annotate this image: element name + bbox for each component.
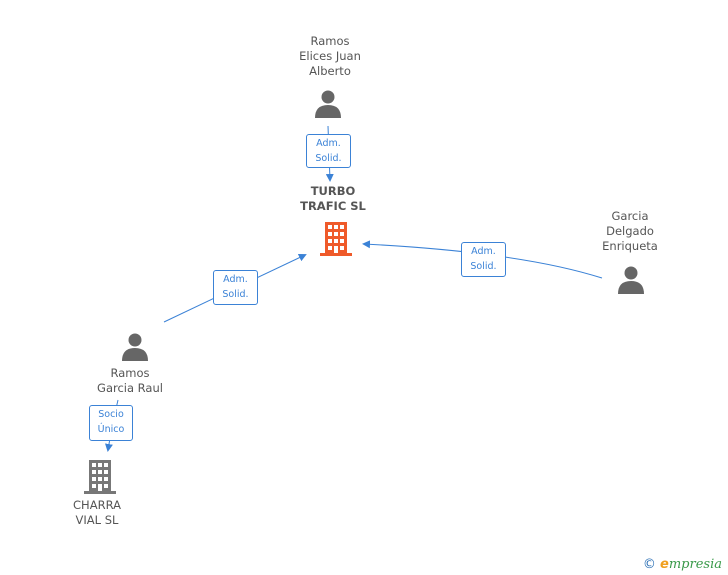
brand-logo-e: e (660, 557, 669, 572)
label-line: Alberto (309, 64, 351, 78)
relation-role: Socio (98, 409, 124, 420)
label-line: TURBO (310, 184, 356, 198)
building-icon[interactable] (320, 222, 352, 256)
label-line: CHARRA (73, 498, 121, 512)
relation-badge[interactable]: Adm. Solid. (213, 270, 258, 305)
label-line: Ramos (110, 366, 150, 380)
brand-logo-text: mpresia (668, 557, 722, 572)
relation-role: Solid. (222, 289, 249, 300)
person-icon[interactable] (616, 264, 646, 294)
person-icon[interactable] (313, 88, 343, 118)
label-line: Garcia Raul (97, 381, 163, 395)
copyright-icon: © (642, 557, 656, 572)
person-icon[interactable] (120, 331, 150, 361)
label-line: Garcia (611, 209, 649, 223)
relation-role: Solid. (470, 261, 497, 272)
label-line: VIAL SL (75, 513, 119, 527)
node-label-garcia-delgado[interactable]: Garcia Delgado Enriqueta (580, 209, 680, 254)
relation-badge[interactable]: Socio Único (89, 405, 133, 441)
node-label-ramos-elices[interactable]: Ramos Elices Juan Alberto (270, 34, 390, 79)
relation-role: Solid. (315, 153, 342, 164)
label-line: Elices Juan (299, 49, 361, 63)
relation-role: Único (97, 424, 125, 435)
label-line: Enriqueta (602, 239, 658, 253)
node-label-ramos-garcia[interactable]: Ramos Garcia Raul (80, 366, 180, 396)
node-label-turbo-trafic[interactable]: TURBO TRAFIC SL (280, 184, 386, 214)
relation-role: Adm. (316, 138, 341, 149)
building-icon[interactable] (84, 460, 116, 494)
label-line: Delgado (606, 224, 654, 238)
label-line: TRAFIC SL (300, 199, 366, 213)
relation-role: Adm. (223, 274, 248, 285)
relation-badge[interactable]: Adm. Solid. (306, 134, 351, 168)
empresia-watermark: © empresia (643, 557, 722, 572)
relation-role: Adm. (471, 246, 496, 257)
node-label-charra-vial[interactable]: CHARRA VIAL SL (57, 498, 137, 528)
label-line: Ramos (310, 34, 350, 48)
relation-badge[interactable]: Adm. Solid. (461, 242, 506, 277)
